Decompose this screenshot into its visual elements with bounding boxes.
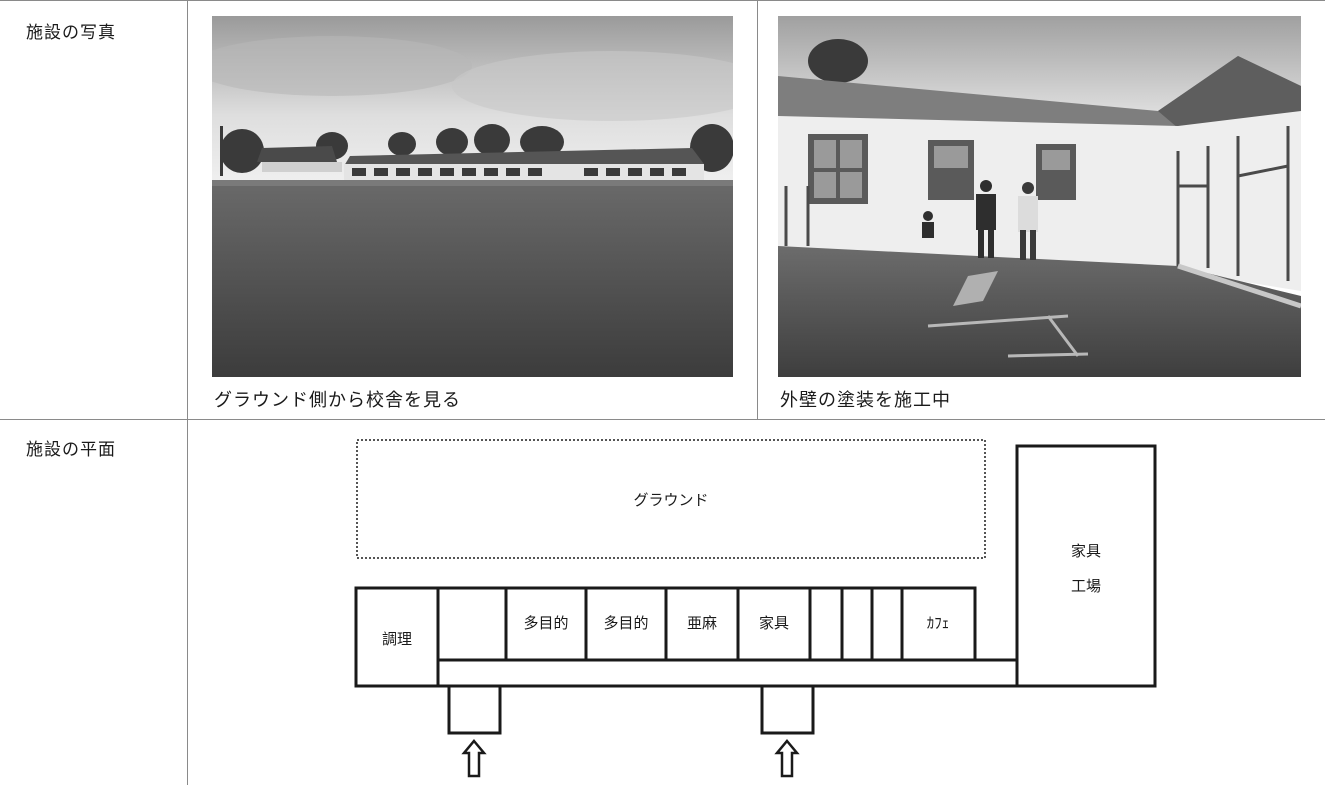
plan-factory-outline: [1015, 444, 1157, 688]
table-mid-rule: [0, 419, 1325, 420]
plan-room-label-multi1: 多目的: [523, 614, 568, 632]
photo-ground-school: [212, 16, 733, 377]
plan-ground-label: グラウンド: [633, 491, 708, 509]
photos-row-label: 施設の写真: [26, 23, 116, 43]
photo-wall-painting: [778, 16, 1301, 377]
plan-factory-label-2: 工場: [1071, 577, 1101, 595]
table-top-rule: [0, 0, 1325, 1]
plan-room-label-cooking: 調理: [382, 630, 412, 648]
plan-room-label-furniture: 家具: [759, 614, 789, 632]
plan-row-label: 施設の平面: [26, 440, 116, 460]
plan-entrance-arrow-2: [774, 739, 800, 778]
photo-wall-painting-caption: 外壁の塗装を施工中: [780, 390, 951, 411]
plan-entrance-2: [760, 686, 815, 735]
plan-ground-outline: [356, 439, 986, 559]
table-left-col-rule: [187, 0, 188, 785]
photo-ground-school-caption: グラウンド側から校舎を見る: [214, 390, 461, 411]
plan-room-label-cafe: ｶﾌｪ: [927, 614, 950, 632]
plan-factory-label-1: 家具: [1071, 542, 1101, 560]
plan-room-row: [436, 586, 977, 662]
plan-entrance-1: [447, 686, 502, 735]
plan-room-label-multi2: 多目的: [603, 614, 648, 632]
table-photo-divider: [757, 0, 758, 419]
plan-corridor: [436, 658, 1019, 688]
plan-room-label-linen: 亜麻: [687, 614, 717, 632]
plan-entrance-arrow-1: [461, 739, 487, 778]
